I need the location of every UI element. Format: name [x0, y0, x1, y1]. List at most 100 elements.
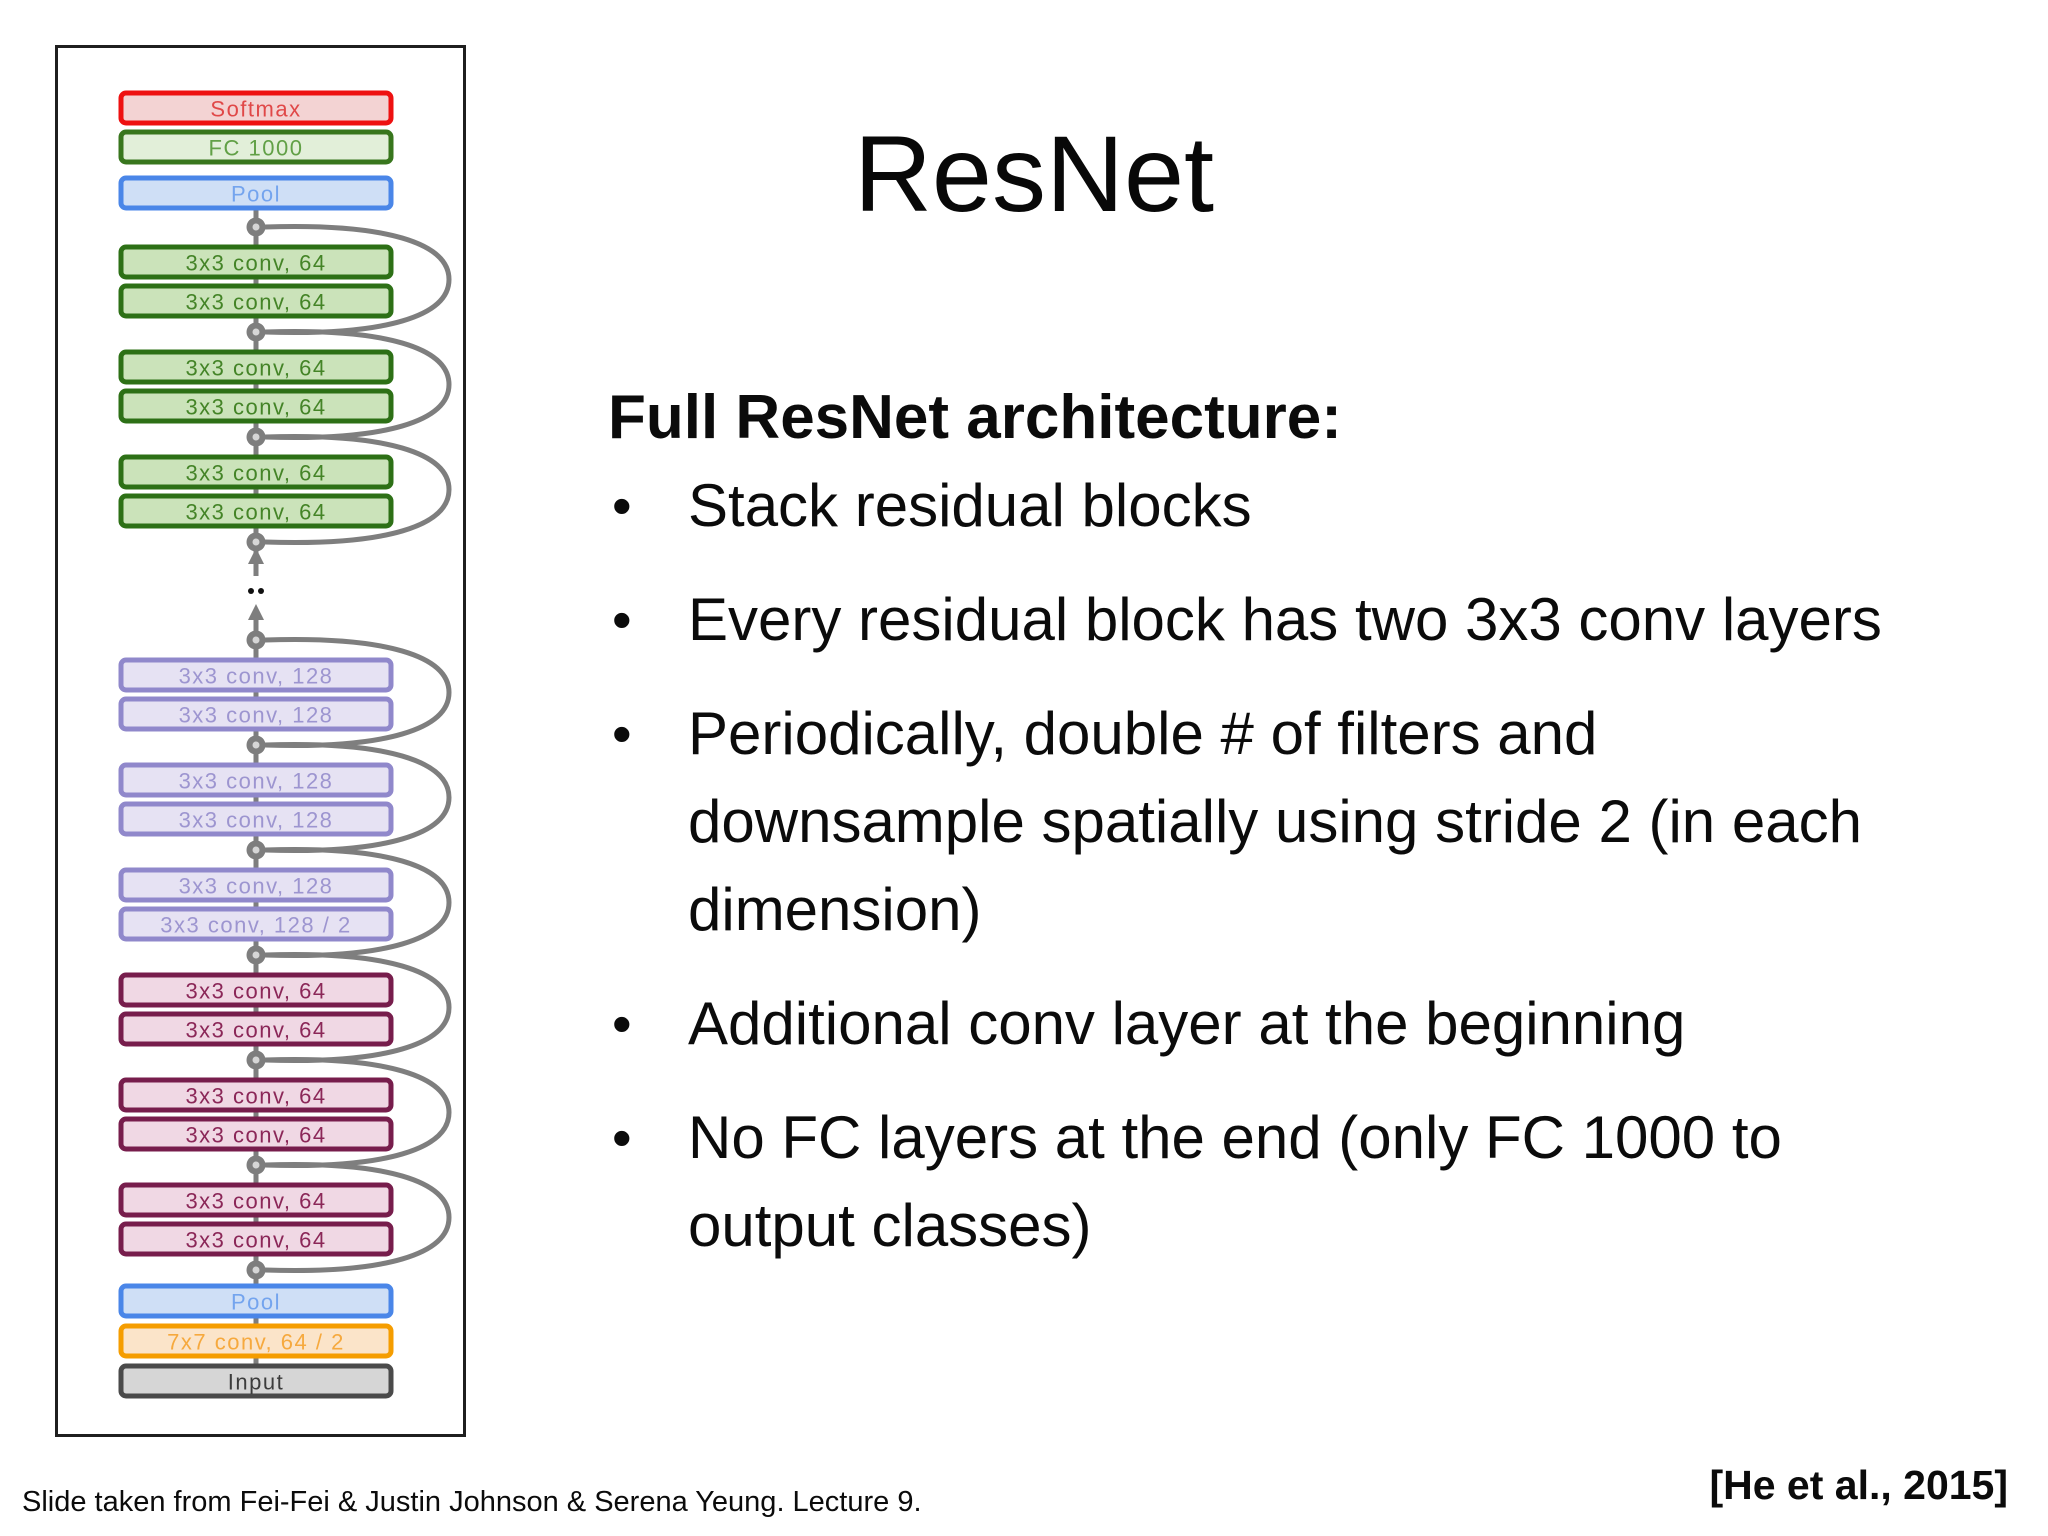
- layer-box-label: 3x3 conv, 128: [179, 664, 334, 689]
- bullet-item: Stack residual blocks: [600, 462, 2048, 550]
- layer-box: 3x3 conv, 128: [118, 867, 394, 903]
- layer-box-rect: [118, 1182, 394, 1218]
- layer-box-rect: [118, 972, 394, 1008]
- layer-box-rect: [118, 129, 394, 165]
- layer-box-label: 3x3 conv, 64: [185, 500, 326, 525]
- ellipsis-dot: [258, 588, 264, 594]
- layer-box: 3x3 conv, 128: [118, 696, 394, 732]
- section-heading: Full ResNet architecture:: [608, 383, 1342, 452]
- layer-box-label: 3x3 conv, 128: [179, 769, 334, 794]
- junction-node-center: [252, 741, 260, 749]
- layer-box: 3x3 conv, 128: [118, 657, 394, 693]
- layer-box-rect: [118, 175, 394, 211]
- skip-connection-arc: [262, 847, 452, 958]
- layer-box: 7x7 conv, 64 / 2: [118, 1323, 394, 1359]
- layer-box: 3x3 conv, 64: [118, 388, 394, 424]
- citation-text: [He et al., 2015]: [1709, 1462, 2008, 1508]
- skip-connection-arc: [262, 1162, 452, 1273]
- layer-box-label: 3x3 conv, 64: [185, 1189, 326, 1214]
- ellipsis-gap: [248, 548, 264, 632]
- layer-box: 3x3 conv, 128 / 2: [118, 906, 394, 942]
- layer-box-rect: [118, 283, 394, 319]
- skip-connection-arc: [262, 224, 452, 335]
- layer-box-label: 3x3 conv, 64: [185, 395, 326, 420]
- layer-box-rect: [118, 696, 394, 732]
- layer-box-rect: [118, 1363, 394, 1399]
- slide-title: ResNet: [853, 113, 1215, 234]
- layer-box-rect: [118, 1283, 394, 1319]
- junction-node-center: [252, 1161, 260, 1169]
- bullet-list: Stack residual blocksEvery residual bloc…: [600, 462, 2048, 1296]
- junction-node-center: [252, 223, 260, 231]
- up-arrow-icon: [248, 604, 264, 620]
- layer-box: 3x3 conv, 64: [118, 283, 394, 319]
- layer-box-rect: [118, 493, 394, 529]
- layer-box-label: 3x3 conv, 64: [185, 1018, 326, 1043]
- layer-box: 3x3 conv, 64: [118, 454, 394, 490]
- layer-box-label: 3x3 conv, 64: [185, 979, 326, 1004]
- layer-box: 3x3 conv, 64: [118, 1077, 394, 1113]
- layer-box: 3x3 conv, 64: [118, 493, 394, 529]
- layer-box: 3x3 conv, 64: [118, 1182, 394, 1218]
- layer-box-label: 3x3 conv, 64: [185, 1123, 326, 1148]
- layer-box-rect: [118, 1323, 394, 1359]
- layer-box-rect: [118, 90, 394, 126]
- layer-box-label: 7x7 conv, 64 / 2: [167, 1330, 345, 1355]
- layer-box-rect: [118, 1116, 394, 1152]
- layer-box-label: 3x3 conv, 64: [185, 1084, 326, 1109]
- layer-box-rect: [118, 244, 394, 280]
- junction-node-center: [252, 1266, 260, 1274]
- layer-box: Softmax: [118, 90, 394, 126]
- bullet-item: Additional conv layer at the beginning: [600, 980, 2048, 1068]
- layer-box: 3x3 conv, 64: [118, 1116, 394, 1152]
- layer-box: 3x3 conv, 64: [118, 972, 394, 1008]
- addition-junctions: [246, 217, 266, 1280]
- layer-box-label: 3x3 conv, 64: [185, 356, 326, 381]
- layer-box-label: Pool: [231, 1290, 281, 1315]
- layer-box-rect: [118, 454, 394, 490]
- skip-connection-arc: [262, 434, 452, 545]
- skip-connection-arcs: [262, 224, 452, 1273]
- layer-box-rect: [118, 1221, 394, 1257]
- ellipsis-dot: [248, 588, 254, 594]
- layer-box: 3x3 conv, 64: [118, 1011, 394, 1047]
- skip-connection-arc: [262, 742, 452, 853]
- layer-box-rect: [118, 867, 394, 903]
- skip-connection-arc: [262, 329, 452, 440]
- layer-box-rect: [118, 1077, 394, 1113]
- layer-box-rect: [118, 349, 394, 385]
- layer-box: 3x3 conv, 64: [118, 349, 394, 385]
- layer-box-label: 3x3 conv, 128: [179, 874, 334, 899]
- skip-connection-arc: [262, 952, 452, 1063]
- layer-box-rect: [118, 906, 394, 942]
- layer-box-label: 3x3 conv, 64: [185, 1228, 326, 1253]
- attribution-text: Slide taken from Fei-Fei & Justin Johnso…: [22, 1486, 922, 1518]
- skip-connection-arc: [262, 1057, 452, 1168]
- junction-node-center: [252, 951, 260, 959]
- layer-box-label: Softmax: [210, 97, 301, 122]
- layer-box-rect: [118, 388, 394, 424]
- layer-box: 3x3 conv, 64: [118, 1221, 394, 1257]
- layer-box-rect: [118, 801, 394, 837]
- junction-node-center: [252, 846, 260, 854]
- skip-connection-arc: [262, 637, 452, 748]
- layer-box-label: 3x3 conv, 64: [185, 461, 326, 486]
- layer-box: 3x3 conv, 128: [118, 762, 394, 798]
- bullet-item: Every residual block has two 3x3 conv la…: [600, 576, 2048, 664]
- layer-box-label: 3x3 conv, 64: [185, 290, 326, 315]
- layer-box-rect: [118, 657, 394, 693]
- layer-box: 3x3 conv, 64: [118, 244, 394, 280]
- layer-box: Pool: [118, 1283, 394, 1319]
- junction-node-center: [252, 1056, 260, 1064]
- bullet-item: Periodically, double # of filters and do…: [600, 690, 2048, 954]
- layer-box: Pool: [118, 175, 394, 211]
- junction-node-center: [252, 328, 260, 336]
- layer-box: Input: [118, 1363, 394, 1399]
- layer-box-rect: [118, 762, 394, 798]
- layer-box-label: 3x3 conv, 64: [185, 251, 326, 276]
- junction-node-center: [252, 433, 260, 441]
- layer-box-label: 3x3 conv, 128: [179, 703, 334, 728]
